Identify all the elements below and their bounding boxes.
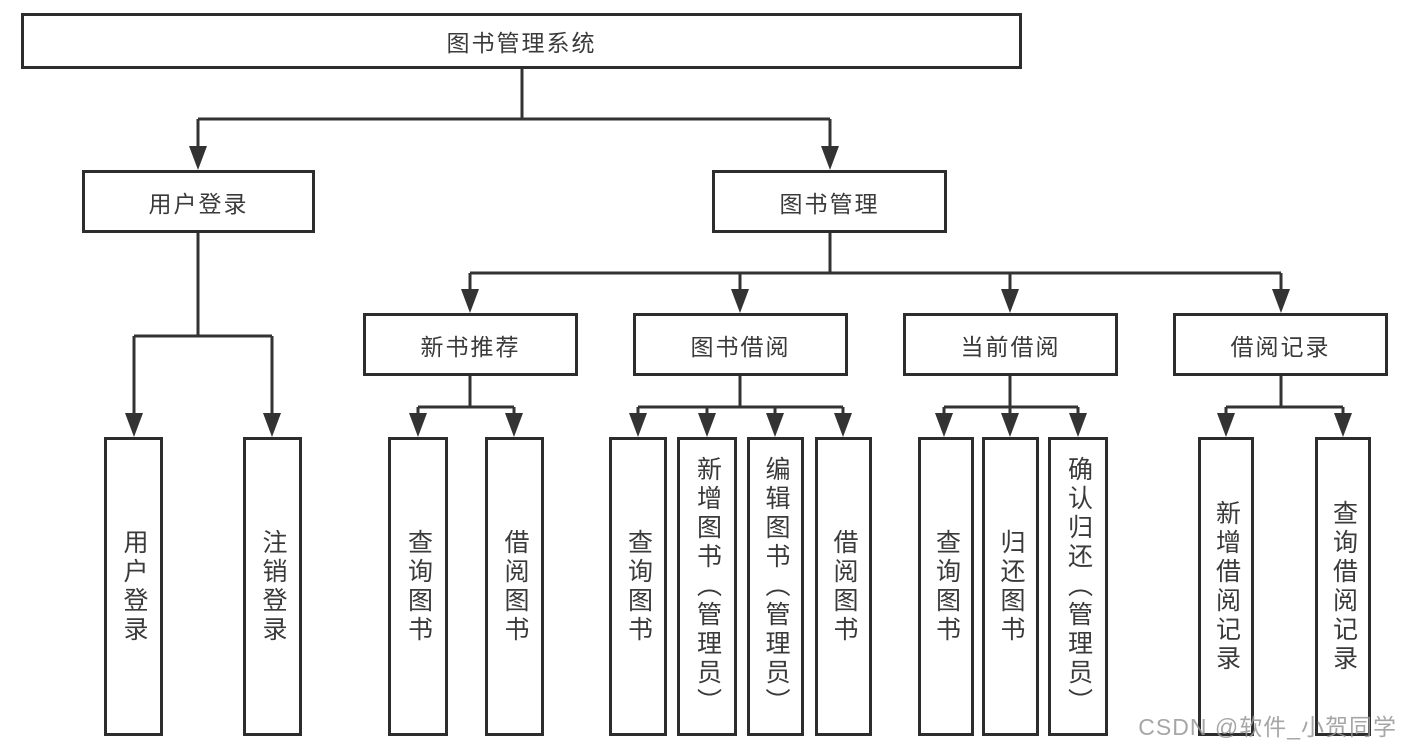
arrowheads [125, 146, 1352, 437]
csdn-watermark: CSDN @软件_小贺同学 [1138, 714, 1397, 740]
node-user-login: 用户登录 [82, 170, 315, 233]
leaf-query-borrow-record: 查询借阅记录 [1315, 437, 1371, 736]
node-book-borrowing: 图书借阅 [633, 313, 848, 376]
leaf-borrow-books-recommend: 借阅图书 [485, 437, 544, 736]
node-current-borrowing: 当前借阅 [903, 313, 1118, 376]
leaf-logout: 注销登录 [243, 437, 302, 736]
leaf-query-books-recommend: 查询图书 [388, 437, 448, 736]
leaf-query-books-current: 查询图书 [918, 437, 974, 736]
leaf-borrow-books-borrowing: 借阅图书 [815, 437, 872, 736]
node-book-management: 图书管理 [712, 170, 947, 233]
leaf-confirm-return-admin: 确认归还（管理员） [1048, 437, 1108, 736]
node-borrowing-records: 借阅记录 [1173, 313, 1388, 376]
leaf-return-books: 归还图书 [982, 437, 1039, 736]
node-new-book-recommendation: 新书推荐 [363, 313, 578, 376]
leaf-edit-books-admin: 编辑图书（管理员） [747, 437, 804, 736]
leaf-add-borrow-record: 新增借阅记录 [1198, 437, 1254, 736]
leaf-add-books-admin: 新增图书（管理员） [677, 437, 737, 736]
leaf-user-login: 用户登录 [104, 437, 163, 736]
node-root-library-system: 图书管理系统 [21, 13, 1022, 69]
leaf-query-books-borrowing: 查询图书 [609, 437, 667, 736]
